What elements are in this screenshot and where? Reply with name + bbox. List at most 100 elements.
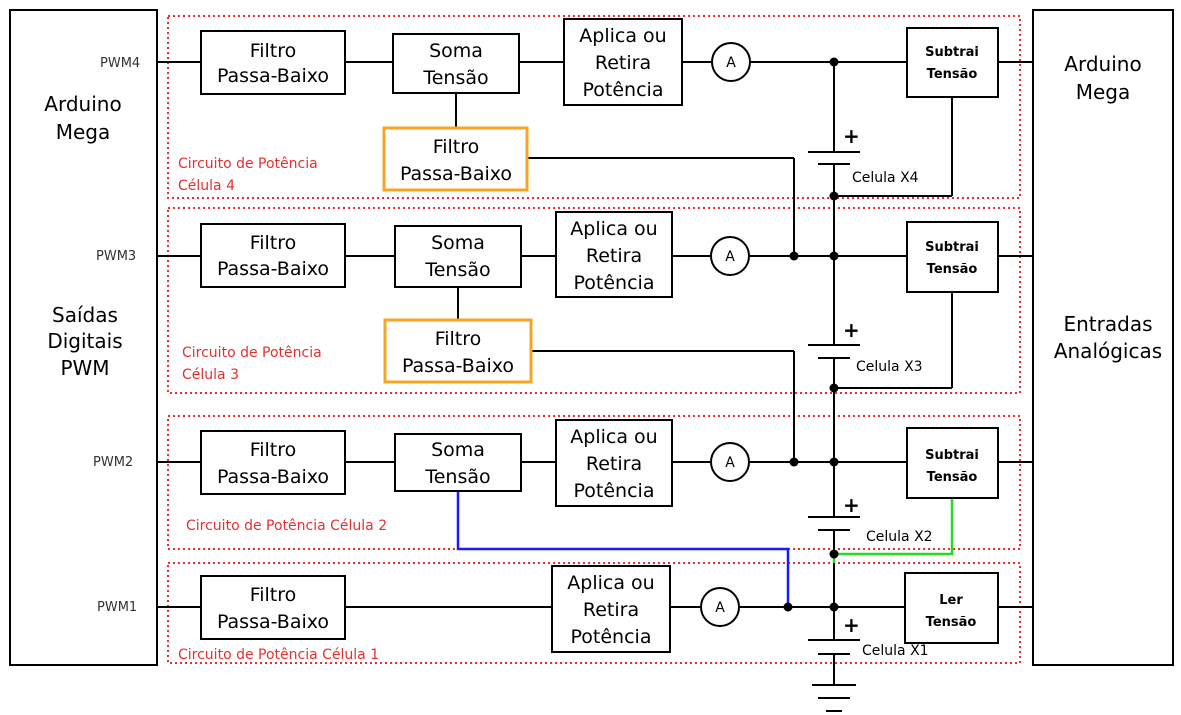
filter-1-l2: Passa-Baixo: [217, 611, 329, 633]
filter-orange-block-4: [382, 126, 529, 192]
ammeter-1-label: A: [715, 600, 725, 616]
filter-3-l2: Passa-Baixo: [217, 258, 329, 280]
battery-cell-x2: [808, 516, 860, 531]
sum-4-l1: Soma: [429, 40, 483, 62]
arduino-left-title-2: Mega: [56, 120, 111, 144]
filter-4-l1: Filtro: [250, 40, 297, 62]
filter-2-l1: Filtro: [250, 439, 297, 461]
power-2-l2: Retira: [586, 453, 642, 475]
ground-icon: [812, 684, 856, 712]
battery-cell-x4: [808, 151, 860, 165]
cell-x3-label: Celula X3: [856, 359, 923, 375]
group-cell-4: [167, 15, 1021, 199]
group-cell-1: [167, 562, 1021, 664]
power-3-l2: Retira: [586, 245, 642, 267]
blue-wire: [456, 491, 790, 607]
sum-3-l2: Tensão: [424, 259, 490, 281]
plus-sign-x2: +: [843, 493, 860, 517]
sum-block-2: [394, 433, 522, 492]
subtract-2-l2: Tensão: [927, 470, 978, 485]
filter-1-l1: Filtro: [250, 584, 297, 606]
group-3-label-line1: Circuito de Potência: [182, 345, 322, 361]
filter-orange-3-l1: Filtro: [435, 328, 482, 350]
subtract-block-4: [906, 27, 999, 98]
filter-orange-3-l2: Passa-Baixo: [402, 355, 514, 377]
power-3-l3: Potência: [574, 272, 655, 294]
power-4-l3: Potência: [583, 79, 664, 101]
pwm3-label: PWM3: [96, 249, 136, 264]
plus-sign-x1: +: [843, 613, 860, 637]
ammeter-4-icon: [711, 42, 751, 82]
sum-4-l2: Tensão: [422, 67, 488, 89]
read-1-l1: Ler: [939, 593, 963, 608]
filter-block-4: [200, 30, 346, 95]
ammeter-3-label: A: [725, 249, 735, 265]
power-2-l1: Aplica ou: [570, 426, 657, 448]
sum-block-3: [394, 225, 522, 288]
cell-x4-label: Celula X4: [852, 170, 919, 186]
plus-sign-x3: +: [843, 318, 860, 342]
sum-block-4: [392, 33, 520, 94]
group-1-label: Circuito de Potência Célula 1: [178, 647, 379, 663]
filter-4-l2: Passa-Baixo: [217, 65, 329, 87]
ammeter-3-icon: [710, 236, 750, 276]
digital-outputs-label-2: Digitais: [47, 329, 122, 353]
power-1-l2: Retira: [583, 599, 639, 621]
filter-orange-block-3: [383, 318, 533, 384]
power-block-3: [555, 211, 673, 298]
filter-block-3: [200, 223, 346, 288]
subtract-2-l1: Subtrai: [925, 448, 979, 463]
subtract-4-l1: Subtrai: [925, 45, 979, 60]
cell-x1-label: Celula X1: [862, 643, 929, 659]
group-4-label-line2: Célula 4: [178, 178, 235, 194]
pwm1-label: PWM1: [97, 600, 137, 615]
read-voltage-block-1: [904, 572, 999, 644]
filter-orange-4-l2: Passa-Baixo: [400, 163, 512, 185]
subtract-4-l2: Tensão: [927, 67, 978, 82]
ammeter-2-label: A: [725, 455, 735, 471]
power-block-1: [551, 565, 671, 653]
pwm2-label: PWM2: [93, 455, 133, 470]
group-4-label-line1: Circuito de Potência: [178, 156, 318, 172]
power-3-l1: Aplica ou: [570, 218, 657, 240]
sum-2-l1: Soma: [431, 439, 485, 461]
arduino-outputs-box: [9, 9, 158, 666]
subtract-3-l2: Tensão: [927, 262, 978, 277]
group-2-label: Circuito de Potência Célula 2: [186, 518, 387, 534]
battery-cell-x3: [808, 344, 860, 359]
digital-outputs-label-3: PWM: [60, 356, 109, 380]
filter-block-2: [200, 430, 346, 495]
power-block-4: [563, 18, 683, 106]
pwm4-label: PWM4: [100, 56, 140, 71]
arduino-right-title-2: Mega: [1076, 80, 1131, 104]
subtract-block-2: [906, 427, 999, 499]
battery-cell-x1: [808, 639, 860, 655]
read-1-l2: Tensão: [926, 615, 977, 630]
filter-3-l1: Filtro: [250, 232, 297, 254]
subtract-block-3: [906, 221, 999, 293]
analog-inputs-label-2: Analógicas: [1054, 339, 1162, 363]
sum-3-l1: Soma: [431, 232, 485, 254]
sum-2-l2: Tensão: [424, 466, 490, 488]
ammeter-4-label: A: [726, 55, 736, 71]
digital-outputs-label-1: Saídas: [52, 303, 118, 327]
ammeter-1-icon: [700, 587, 740, 627]
arduino-left-title-1: Arduino: [44, 92, 121, 116]
power-4-l2: Retira: [595, 52, 651, 74]
filter-orange-4-l1: Filtro: [433, 136, 480, 158]
plus-sign-x4: +: [843, 124, 860, 148]
filter-2-l2: Passa-Baixo: [217, 466, 329, 488]
filter-block-1: [200, 575, 346, 640]
power-1-l1: Aplica ou: [567, 572, 654, 594]
ammeter-2-icon: [710, 442, 750, 482]
cell-x2-label: Celula X2: [866, 529, 933, 545]
power-2-l3: Potência: [574, 480, 655, 502]
power-4-l1: Aplica ou: [579, 25, 666, 47]
power-1-l3: Potência: [571, 626, 652, 648]
arduino-right-title-1: Arduino: [1064, 52, 1141, 76]
subtract-3-l1: Subtrai: [925, 240, 979, 255]
group-3-label-line2: Célula 3: [182, 367, 239, 383]
group-cell-3: [167, 207, 1021, 394]
analog-inputs-label-1: Entradas: [1063, 312, 1152, 336]
